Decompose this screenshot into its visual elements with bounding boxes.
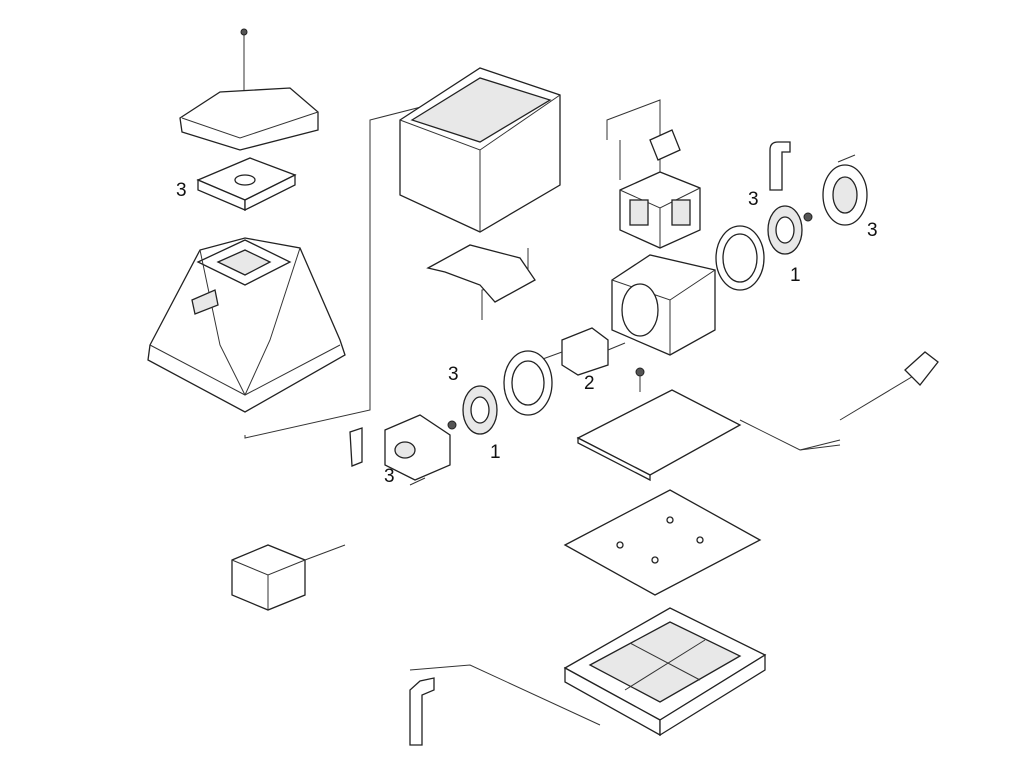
right-parts xyxy=(715,141,868,291)
transformer xyxy=(231,544,346,611)
upper-plate xyxy=(576,367,742,482)
power-cord xyxy=(799,351,939,451)
coil-assembly xyxy=(619,129,701,249)
top-cover xyxy=(179,28,319,151)
tank-box xyxy=(399,67,561,233)
callout-left-chamber-cover: 3 xyxy=(384,466,395,487)
left-parts xyxy=(349,350,553,486)
base-tray xyxy=(563,607,767,737)
hose xyxy=(409,677,435,746)
magnet-assembly xyxy=(539,327,626,376)
callout-left-pad: 3 xyxy=(176,180,187,201)
callout-right-chamber-cover: 3 xyxy=(867,220,878,241)
callout-labels: 3 3 3 1 3 2 1 3 xyxy=(176,180,878,487)
callout-magnet-assembly: 2 xyxy=(584,373,595,394)
callout-left-diaphragm-top: 3 xyxy=(448,364,459,385)
callout-left-diaphragm: 1 xyxy=(490,442,501,463)
square-pad xyxy=(196,157,297,212)
saddle-bracket xyxy=(426,244,536,303)
lower-plate xyxy=(563,489,762,596)
callout-right-diaphragm-top: 3 xyxy=(748,189,759,210)
callout-right-diaphragm: 1 xyxy=(790,265,801,286)
housing-body xyxy=(147,237,346,413)
pump-housing xyxy=(611,254,716,356)
